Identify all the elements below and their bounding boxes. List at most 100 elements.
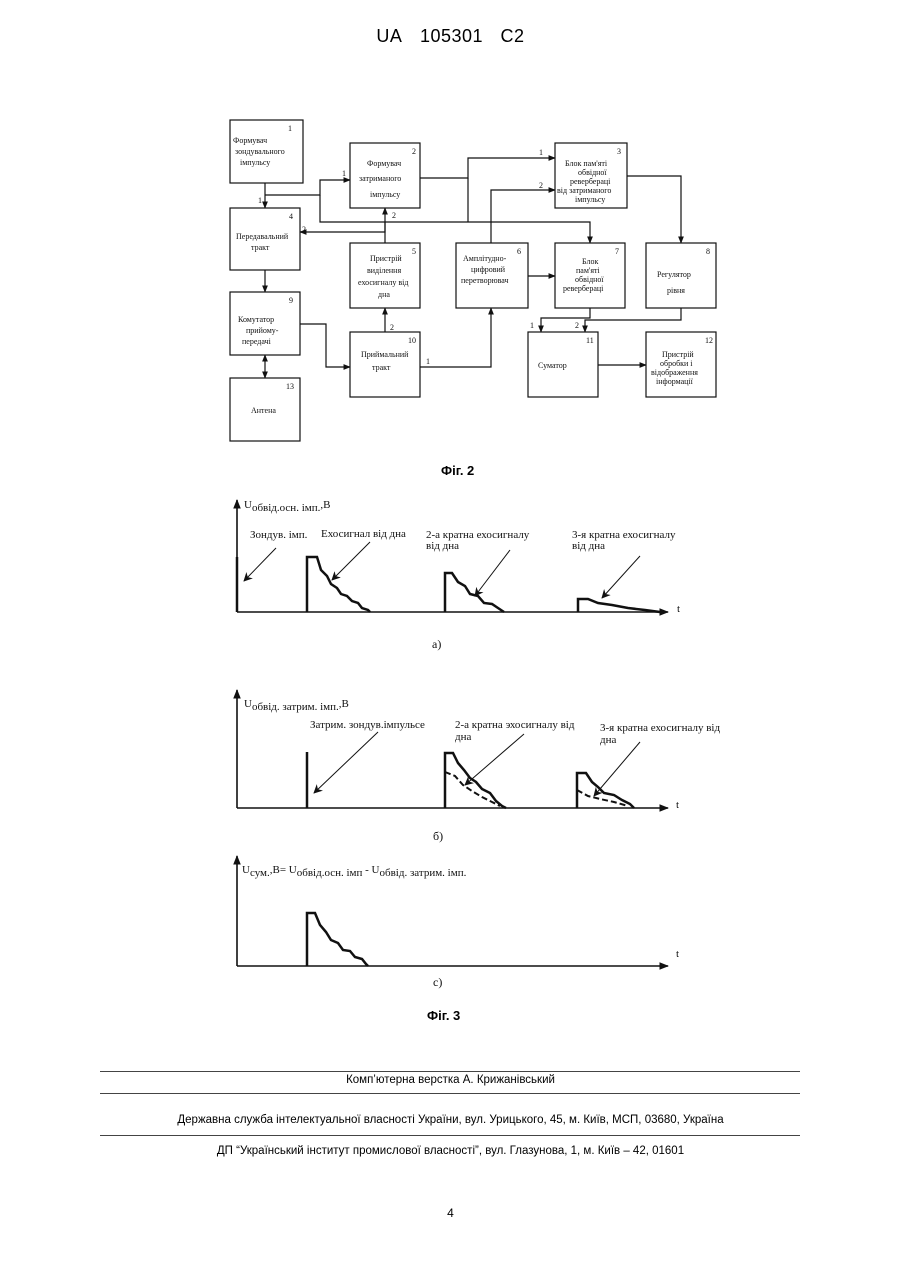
plot-b-arrow-2 [465, 734, 524, 785]
plot-b-annotation-2-line-2: дна [455, 731, 471, 743]
block-1-line-3: імпульсу [240, 158, 270, 167]
conn-1-7 [320, 195, 590, 243]
block-7-line-1: Блок [582, 257, 598, 266]
footer-divider [100, 1093, 800, 1094]
plot-b-label: б) [433, 829, 443, 843]
block-10-line-1: Приймальний [361, 350, 409, 359]
block-4-num: 4 [289, 212, 293, 221]
port-label: 2 [392, 211, 396, 220]
block-10-num: 10 [408, 336, 416, 345]
block-12-line-4: інформації [656, 377, 694, 386]
block-6-line-1: Амплітудно- [463, 254, 507, 263]
block-5-line-1: Пристрій [370, 254, 402, 263]
block-11-num: 11 [586, 336, 594, 345]
plot-a-annotation-1: Зондув. імп. [250, 529, 308, 541]
plot-b-echo-3 [577, 773, 634, 808]
port-label: 2 [575, 321, 579, 330]
block-5-line-3: ехосигналу від [358, 278, 408, 287]
block-5-line-4: дна [378, 290, 390, 299]
plot-b: Uобвід. затрим. імп.,B Затрим. зондув.ім… [237, 690, 720, 843]
port-label: 1 [258, 196, 262, 205]
plot-b-annotation-3-line-1: 3-я кратна ехосигналу від [600, 722, 720, 734]
port-label: 1 [342, 169, 346, 178]
plot-a-echo-2 [445, 573, 504, 612]
block-9-num: 9 [289, 296, 293, 305]
conn-2-3 [420, 158, 555, 178]
conn-3-8 [627, 176, 681, 243]
plot-b-arrow-3 [594, 742, 640, 796]
block-12-num: 12 [705, 336, 713, 345]
block-5-num: 5 [412, 247, 416, 256]
block-12-line-2: обробки і [660, 359, 693, 368]
block-2-line-1: Формувач [367, 159, 401, 168]
fig3-caption: Фіг. 3 [427, 1008, 460, 1023]
plot-c-ylabel: Uсум.,B= Uобвід.осн. імп - Uобвід. затри… [242, 864, 467, 879]
footer-institute-address: ДП “Український інститут промислової вла… [0, 1145, 901, 1157]
plot-b-t-label: t [676, 799, 679, 811]
footer-office-address: Державна служба інтелектуальної власност… [0, 1114, 901, 1126]
block-3-line-3: ревербераці [570, 177, 611, 186]
block-1-line-1: Формувач [233, 136, 267, 145]
conn-8-11 [585, 308, 681, 332]
port-label: 1 [426, 357, 430, 366]
conn-2-4 [300, 222, 385, 232]
plot-c-difference-signal [307, 913, 368, 966]
port-label: 1 [539, 148, 543, 157]
block-2-num: 2 [412, 147, 416, 156]
block-2-line-3: імпульсу [370, 190, 400, 199]
block-9-line-3: передачі [242, 337, 272, 346]
plot-a-echo-3 [578, 599, 660, 612]
conn-9-10 [300, 324, 350, 367]
block-11-line-1: Суматор [538, 361, 567, 370]
block-7-num: 7 [615, 247, 619, 256]
fig2-caption: Фіг. 2 [441, 463, 474, 478]
block-3-line-2: обвідної [578, 168, 607, 177]
plot-a-annotation-3-line-2: від дна [426, 540, 459, 552]
block-10-line-2: тракт [372, 363, 391, 372]
plot-c-t-label: t [676, 948, 679, 960]
footer-divider [100, 1135, 800, 1136]
block-1-num: 1 [288, 124, 292, 133]
block-8-line-2: рівня [667, 286, 685, 295]
block-13-num: 13 [286, 382, 294, 391]
footer-typesetter: Комп’ютерна верстка А. Крижанівський [0, 1074, 901, 1086]
plot-b-ylabel: Uобвід. затрим. імп.,B [244, 698, 349, 713]
plot-a-arrow-1 [244, 548, 276, 581]
block-3-line-5: імпульсу [575, 195, 605, 204]
block-9-line-1: Комутатор [238, 315, 274, 324]
plot-c-label: с) [433, 975, 442, 989]
plot-a-t-label: t [677, 603, 680, 615]
plot-b-annotation-3-line-2: дна [600, 734, 616, 746]
block-12-line-1: Пристрій [662, 350, 694, 359]
plot-a-label: а) [432, 637, 441, 651]
page-number: 4 [0, 1206, 901, 1220]
block-7-line-3: обвідної [575, 275, 604, 284]
block-13-line-1: Антена [251, 406, 276, 415]
plot-b-annotation-2-line-1: 2-а кратна эхосигналу від [455, 719, 575, 731]
block-5-line-2: виділення [367, 266, 401, 275]
plot-b-arrow-1 [314, 732, 378, 793]
port-label: 2 [390, 323, 394, 332]
block-3-line-4: від затриманого [557, 186, 611, 195]
conn-7-11 [541, 308, 590, 332]
plot-a-arrow-3 [475, 550, 510, 596]
block-2-line-2: затриманого [359, 174, 401, 183]
block-4-line-1: Передавальний [236, 232, 289, 241]
block-4-line-2: тракт [251, 243, 270, 252]
plot-a-echo-1 [307, 557, 370, 612]
footer-divider [100, 1071, 800, 1072]
plot-b-echo-2-dashed [445, 772, 500, 806]
block-6-line-3: перетворювач [461, 276, 509, 285]
plot-a-arrow-4 [602, 556, 640, 598]
block-1-line-2: зондувального [235, 147, 285, 156]
block-6-line-2: цифровий [471, 265, 506, 274]
block-6-num: 6 [517, 247, 521, 256]
block-7-line-4: ревербераці [563, 284, 604, 293]
port-label: 2 [539, 181, 543, 190]
plot-a: Uобвід.осн. імп.,B Зондув. імп. Ехосигна… [237, 499, 680, 651]
conn-6-3 [491, 190, 555, 243]
block-3-num: 3 [617, 147, 621, 156]
block-8-line-1: Регулятор [657, 270, 691, 279]
plot-c: Uсум.,B= Uобвід.осн. імп - Uобвід. затри… [237, 856, 679, 989]
plot-b-annotation-1: Затрим. зондув.імпульсе [310, 719, 425, 731]
